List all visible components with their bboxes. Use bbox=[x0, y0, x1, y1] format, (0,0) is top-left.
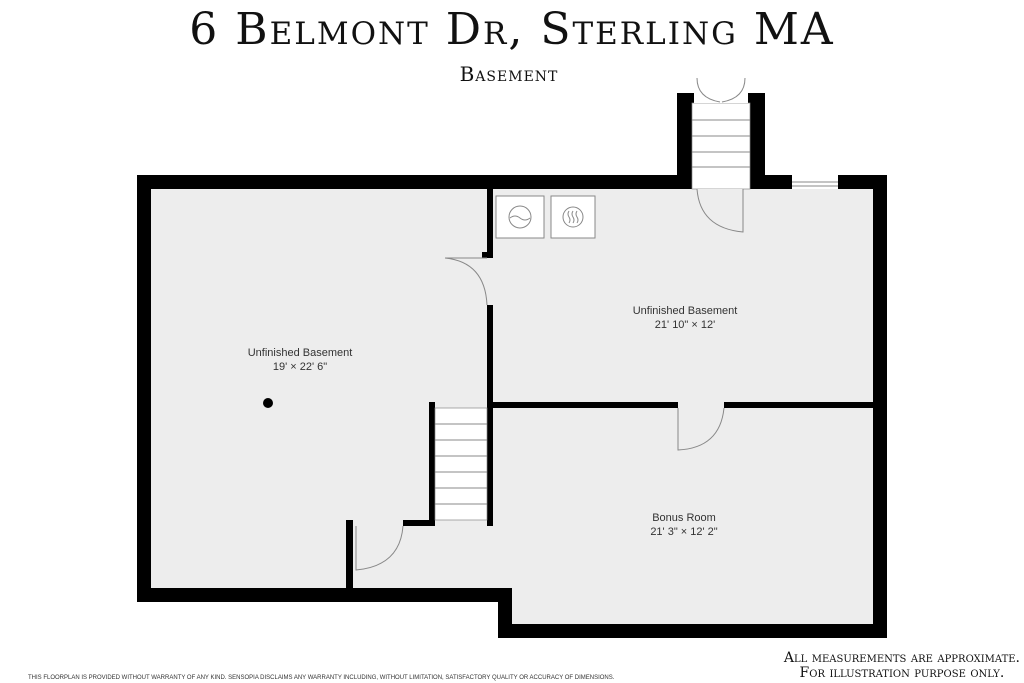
floor-label: Basement bbox=[459, 62, 559, 86]
note-line: For illustration purpose only. bbox=[799, 665, 1005, 681]
washer-icon bbox=[495, 195, 545, 239]
room-dims: 21' 3" × 12' 2" bbox=[650, 526, 717, 538]
room-name: Bonus Room bbox=[652, 512, 716, 524]
door-swing bbox=[677, 407, 725, 451]
support-post bbox=[263, 398, 273, 408]
water-heater-icon bbox=[550, 195, 596, 239]
exterior-stairs bbox=[691, 76, 751, 190]
door-swing bbox=[444, 257, 488, 306]
disclaimer: THIS FLOORPLAN IS PROVIDED WITHOUT WARRA… bbox=[28, 675, 615, 681]
door-swing bbox=[696, 188, 744, 233]
note-line: All measurements are approximate. bbox=[783, 650, 1020, 666]
measurement-note: All measurements are approximate. For il… bbox=[784, 651, 1020, 681]
room-name: Unfinished Basement bbox=[248, 347, 353, 359]
room-dims: 21' 10" × 12' bbox=[655, 319, 715, 331]
interior-walls bbox=[346, 189, 873, 588]
room-dims: 19' × 22' 6" bbox=[273, 361, 327, 373]
page-title: 6 Belmont Dr, Sterling MA bbox=[189, 4, 835, 55]
door-swing bbox=[355, 525, 404, 571]
interior-stairs bbox=[434, 407, 488, 521]
window bbox=[792, 175, 838, 189]
room-name: Unfinished Basement bbox=[633, 305, 738, 317]
